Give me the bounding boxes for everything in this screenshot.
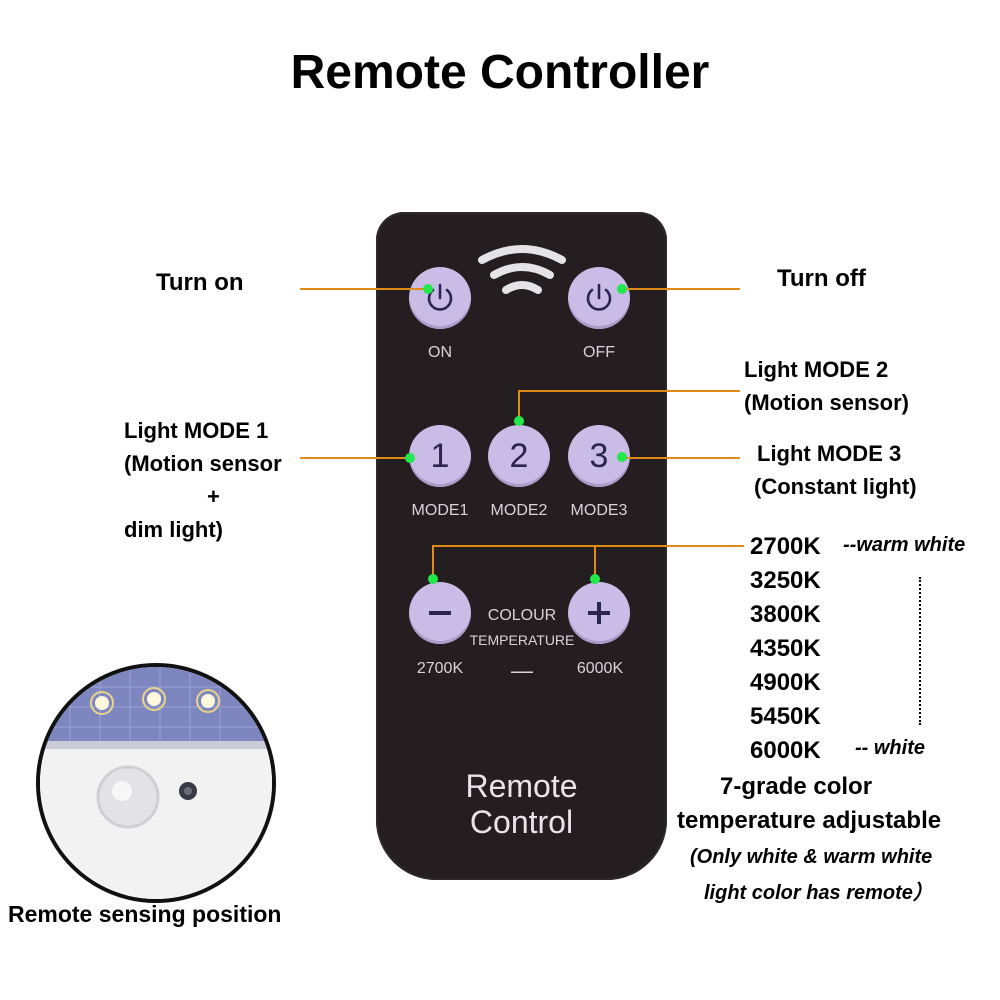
mode2-label: MODE2 bbox=[490, 502, 548, 519]
color-temp-item: 5450K bbox=[750, 703, 821, 730]
mode2-leader-v bbox=[518, 390, 520, 420]
remote-brand-line2: Control bbox=[469, 804, 574, 840]
mode1-desc2: dim light) bbox=[124, 517, 223, 542]
warm-white-note: --warm white bbox=[843, 534, 966, 556]
mode2-desc: (Motion sensor) bbox=[744, 390, 909, 415]
color-temp-item: 2700K bbox=[750, 533, 821, 560]
mode2-leader-h bbox=[518, 390, 740, 392]
remote-brand-line1: Remote bbox=[465, 768, 578, 804]
mode1-label: MODE1 bbox=[411, 502, 469, 519]
temp-plus-leader bbox=[594, 545, 596, 577]
mode2-marker bbox=[514, 416, 524, 426]
mode1-plus: + bbox=[207, 484, 220, 509]
footnote-line1: (Only white & warm white bbox=[690, 846, 933, 868]
off-button[interactable] bbox=[568, 267, 630, 329]
mode1-title: Light MODE 1 bbox=[124, 418, 269, 443]
color-temp-item: 4350K bbox=[750, 635, 821, 662]
dash-mark: — bbox=[511, 658, 533, 683]
color-temp-list: 2700K 3250K 3800K 4350K 4900K 5450K 6000… bbox=[750, 530, 821, 768]
turn-off-leader bbox=[622, 288, 740, 290]
colour-label: COLOUR bbox=[487, 607, 557, 624]
mode1-desc: (Motion sensor bbox=[124, 451, 282, 476]
color-temp-item: 3250K bbox=[750, 567, 821, 594]
turn-off-marker bbox=[617, 284, 627, 294]
adjustable-line2: temperature adjustable bbox=[677, 807, 942, 834]
turn-on-label: Turn on bbox=[156, 269, 244, 296]
mode1-marker bbox=[405, 453, 415, 463]
dotted-range-line bbox=[919, 577, 921, 725]
color-temp-item: 3800K bbox=[750, 601, 821, 628]
mode1-leader bbox=[300, 457, 410, 459]
on-label: ON bbox=[428, 344, 452, 361]
mode2-title: Light MODE 2 bbox=[744, 357, 889, 382]
power-icon bbox=[427, 283, 453, 311]
white-note: -- white bbox=[855, 737, 925, 759]
page-title: Remote Controller bbox=[290, 46, 710, 99]
power-icon bbox=[586, 283, 612, 311]
plus-icon bbox=[588, 602, 610, 624]
turn-on-leader bbox=[300, 288, 428, 290]
minus-icon bbox=[429, 611, 451, 615]
temp-minus-marker bbox=[428, 574, 438, 584]
temp-plus-button[interactable] bbox=[568, 582, 630, 644]
temp-plus-marker bbox=[590, 574, 600, 584]
sensor-closeup-image bbox=[40, 667, 272, 899]
temp-leader-h bbox=[432, 545, 744, 547]
mode1-button[interactable]: 1 bbox=[409, 425, 471, 487]
temperature-label: TEMPERATURE bbox=[469, 632, 575, 648]
mode2-button[interactable]: 2 bbox=[488, 425, 550, 487]
mode3-title: Light MODE 3 bbox=[757, 441, 902, 466]
mode3-leader bbox=[622, 457, 740, 459]
temp-minus-label: 2700K bbox=[416, 660, 464, 677]
sensing-caption: Remote sensing position bbox=[8, 901, 282, 927]
signal-icon bbox=[478, 245, 566, 294]
turn-on-marker bbox=[423, 284, 433, 294]
turn-off-label: Turn off bbox=[777, 265, 866, 292]
off-label: OFF bbox=[583, 344, 615, 361]
temp-minus-leader bbox=[432, 545, 434, 577]
mode3-marker bbox=[617, 452, 627, 462]
on-button[interactable] bbox=[409, 267, 471, 329]
mode3-desc: (Constant light) bbox=[754, 474, 917, 499]
temp-plus-label: 6000K bbox=[576, 660, 624, 677]
color-temp-item: 4900K bbox=[750, 669, 821, 696]
adjustable-line1: 7-grade color bbox=[720, 773, 873, 800]
temp-minus-button[interactable] bbox=[409, 582, 471, 644]
footnote-line2: light color has remote） bbox=[704, 882, 933, 904]
sensing-inset bbox=[36, 663, 276, 903]
color-temp-item: 6000K bbox=[750, 737, 821, 764]
mode3-label: MODE3 bbox=[570, 502, 628, 519]
